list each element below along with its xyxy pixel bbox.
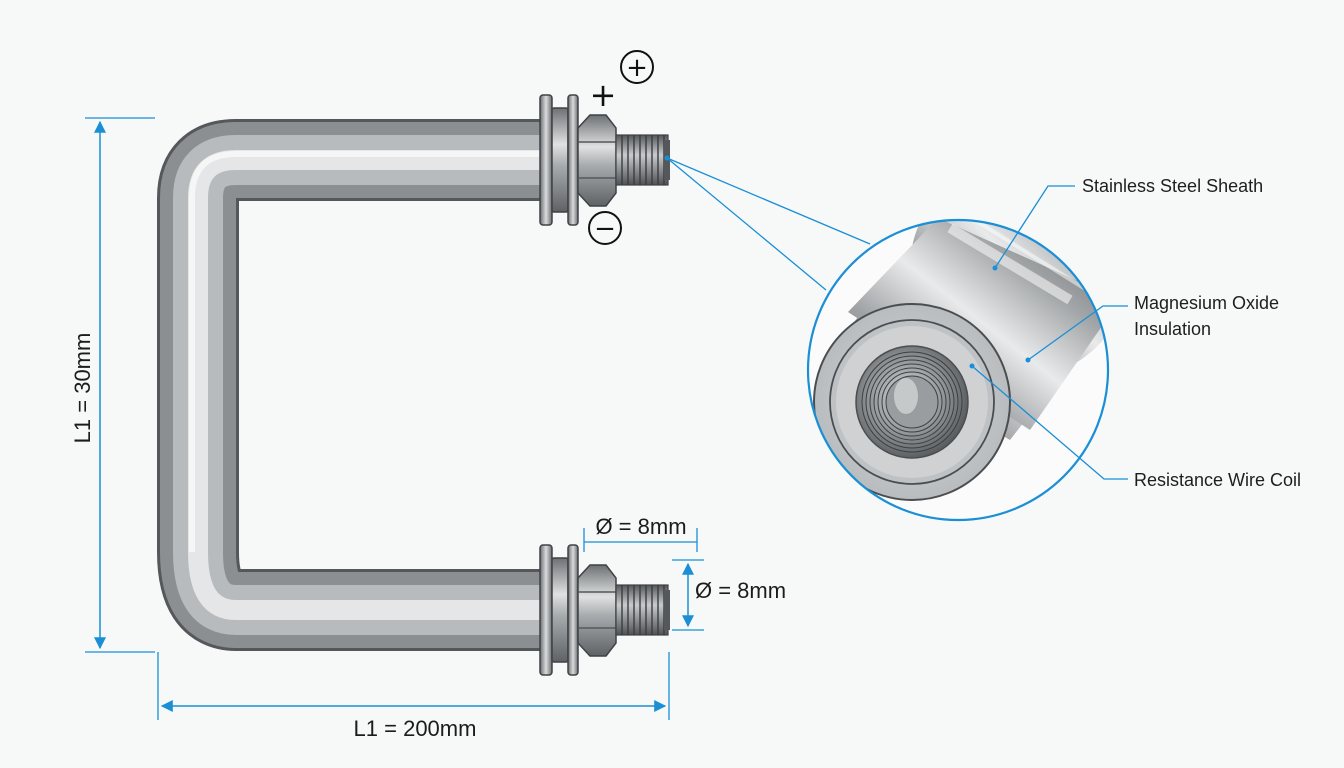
callout-insulation-label-line2: Insulation — [1134, 319, 1211, 339]
callout-insulation: Magnesium Oxide Insulation — [1025, 293, 1279, 363]
magnified-cross-section — [806, 218, 1110, 522]
height-dimension-label: L1 = 30mm — [70, 333, 95, 444]
top-terminal — [539, 94, 670, 226]
plus-circle-symbol: + — [626, 53, 648, 83]
width-dimension: L1 = 200mm — [157, 652, 670, 741]
callout-insulation-label-line1: Magnesium Oxide — [1134, 293, 1279, 313]
plus-symbol: + — [590, 76, 617, 114]
zoom-leader-lines — [664, 155, 871, 291]
callout-coil: Resistance Wire Coil — [969, 363, 1301, 490]
callout-sheath-label: Stainless Steel Sheath — [1082, 176, 1263, 196]
plus-circle-icon: + — [620, 50, 654, 84]
diameter-horizontal-label: Ø = 8mm — [595, 514, 686, 539]
width-dimension-label: L1 = 200mm — [354, 716, 477, 741]
diameter-dimension-vertical: Ø = 8mm — [672, 559, 786, 631]
callout-sheath: Stainless Steel Sheath — [992, 176, 1263, 271]
u-tube — [157, 119, 545, 651]
diameter-vertical-label: Ø = 8mm — [695, 578, 786, 603]
diameter-dimension-horizontal: Ø = 8mm — [583, 514, 698, 552]
minus-circle-icon: − — [588, 211, 622, 245]
callout-coil-label: Resistance Wire Coil — [1134, 470, 1301, 490]
height-dimension: L1 = 30mm — [70, 117, 155, 653]
minus-circle-symbol: − — [594, 214, 616, 244]
bottom-terminal — [539, 544, 670, 676]
